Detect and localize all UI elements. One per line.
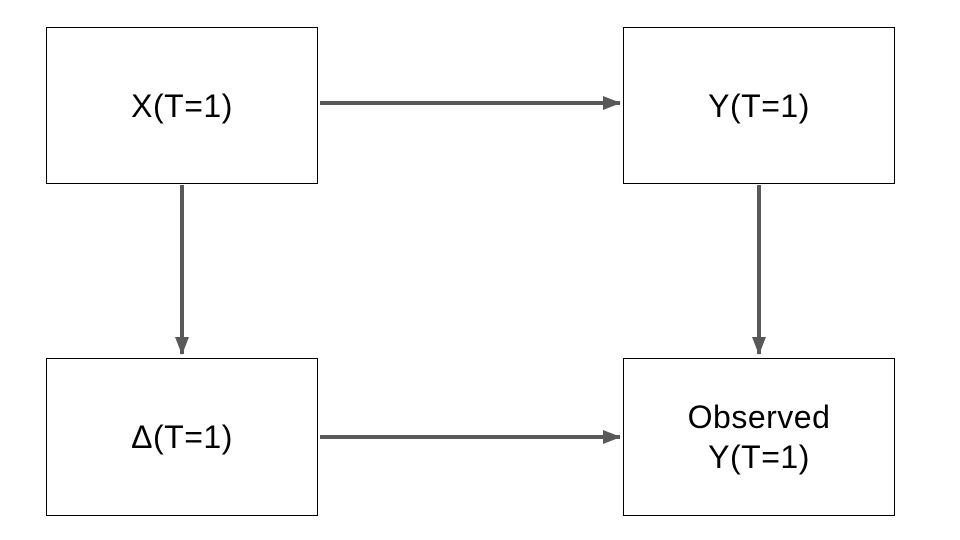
node-observed-y-t1-label-line2: Y(T=1) — [708, 439, 810, 475]
node-y-t1-label: Y(T=1) — [708, 87, 810, 124]
node-delta-t1: Δ(T=1) — [46, 358, 318, 516]
node-observed-y-t1-label-line1: Observed — [687, 399, 831, 435]
node-x-t1-label: X(T=1) — [131, 87, 233, 124]
node-y-t1: Y(T=1) — [623, 27, 895, 184]
node-x-t1: X(T=1) — [46, 27, 318, 184]
node-observed-y-t1: Observed Y(T=1) — [623, 358, 895, 516]
node-delta-t1-label: Δ(T=1) — [131, 419, 233, 455]
